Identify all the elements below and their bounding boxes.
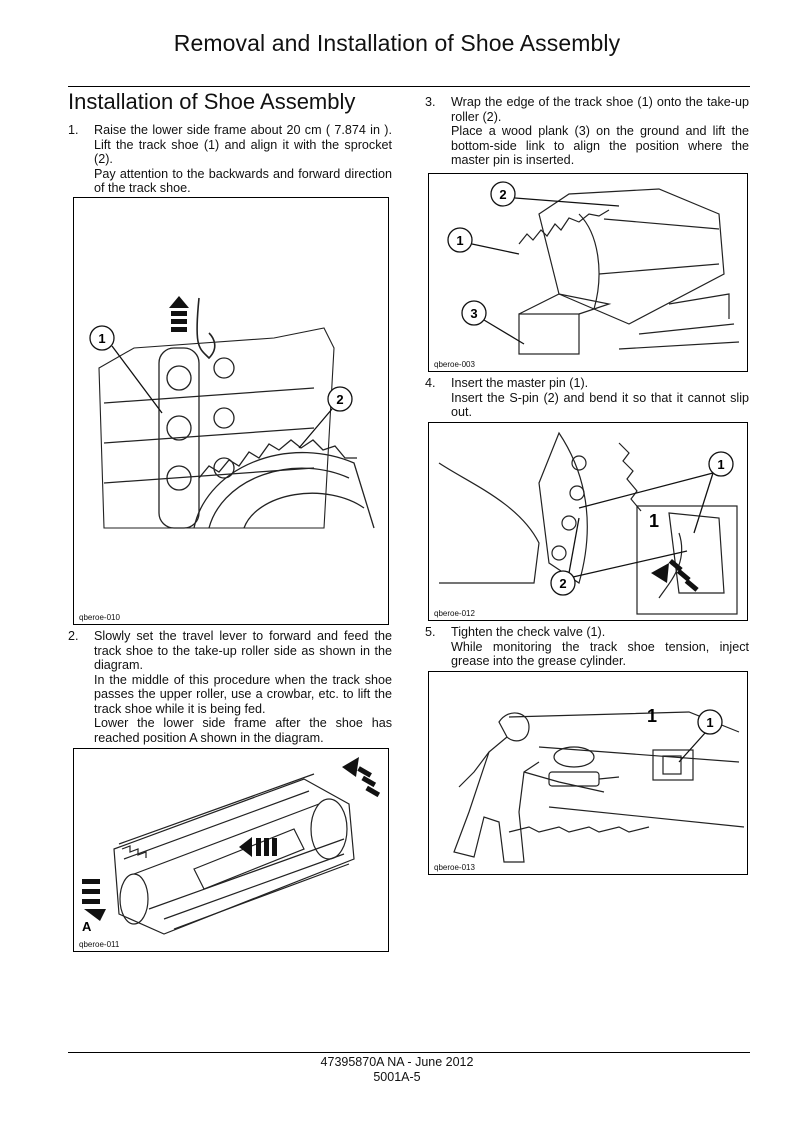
callout-1: 1	[706, 715, 713, 730]
figure-code: qberoe-012	[434, 609, 475, 618]
callout-2: 2	[336, 392, 343, 407]
figure-master-pin: 1 1 2 qberoe-012	[428, 422, 748, 621]
step-text: Wrap the edge of the track shoe (1) onto…	[451, 95, 749, 124]
step-text: Pay attention to the backwards and forwa…	[94, 166, 392, 196]
step-text: Lower the lower side frame after the sho…	[94, 716, 392, 745]
step-number: 1.	[68, 123, 79, 137]
figure-sprocket-alignment: 1 2 qberoe-010	[73, 197, 389, 625]
callout-3: 3	[470, 306, 477, 321]
callout-1: 1	[456, 233, 463, 248]
callout-2: 2	[559, 576, 566, 591]
page-header-title: Removal and Installation of Shoe Assembl…	[173, 30, 621, 56]
figure-check-valve: 1 1 qberoe-013	[428, 671, 748, 875]
detail-label-1: 1	[647, 706, 657, 726]
detail-label-1: 1	[649, 511, 659, 531]
step-text: Insert the master pin (1).	[451, 376, 589, 390]
step-5: 5. Tighten the check valve (1). While mo…	[425, 625, 749, 669]
footer-rule	[68, 1052, 750, 1053]
step-number: 3.	[425, 95, 436, 109]
step-1: 1. Raise the lower side frame about 20 c…	[68, 123, 392, 196]
figure-track-feed: A qberoe-011	[73, 748, 389, 952]
position-a-label: A	[82, 919, 92, 934]
grease-injection-illustration: 1 1	[453, 706, 745, 863]
insert-arrow-icon	[651, 558, 699, 592]
step-text: In the middle of this procedure when the…	[94, 672, 392, 716]
footer-document-id: 47395870A NA - June 2012	[320, 1055, 474, 1069]
top-arrow-icon	[342, 757, 381, 798]
take-up-roller-illustration: 2 1 3	[447, 181, 740, 355]
step-text: Insert the S-pin (2) and bend it so that…	[451, 390, 749, 420]
step-number: 5.	[425, 625, 436, 639]
step-text: Tighten the check valve (1).	[451, 625, 606, 639]
step-text: Raise the lower side frame about 20 cm (…	[94, 123, 392, 166]
callout-1: 1	[98, 331, 105, 346]
feed-arrow-icon	[239, 837, 277, 857]
step-3: 3. Wrap the edge of the track shoe (1) o…	[425, 95, 749, 168]
step-text: Place a wood plank (3) on the ground and…	[451, 124, 749, 167]
figure-take-up-roller: 2 1 3 qberoe-003	[428, 173, 748, 372]
track-frame-illustration: A	[82, 757, 381, 935]
step-number: 4.	[425, 376, 436, 390]
footer-page-number: 5001A-5	[373, 1070, 421, 1084]
section-title: Installation of Shoe Assembly	[68, 89, 356, 114]
step-4: 4. Insert the master pin (1). Insert the…	[425, 376, 749, 420]
step-text: While monitoring the track shoe tension,…	[451, 639, 749, 669]
figure-code: qberoe-010	[79, 613, 120, 622]
figure-code: qberoe-013	[434, 863, 475, 872]
step-text: Slowly set the travel lever to forward a…	[94, 629, 392, 672]
master-pin-illustration: 1 1 2	[438, 431, 738, 615]
figure-code: qberoe-003	[434, 360, 475, 369]
position-a-arrow-icon	[82, 879, 106, 921]
up-arrow-icon	[169, 296, 189, 332]
sprocket-illustration: 1 2	[89, 296, 375, 529]
step-2: 2. Slowly set the travel lever to forwar…	[68, 629, 392, 745]
step-number: 2.	[68, 629, 79, 643]
callout-1: 1	[717, 457, 724, 472]
callout-2: 2	[499, 187, 506, 202]
figure-code: qberoe-011	[79, 940, 120, 949]
header-rule	[68, 86, 750, 87]
